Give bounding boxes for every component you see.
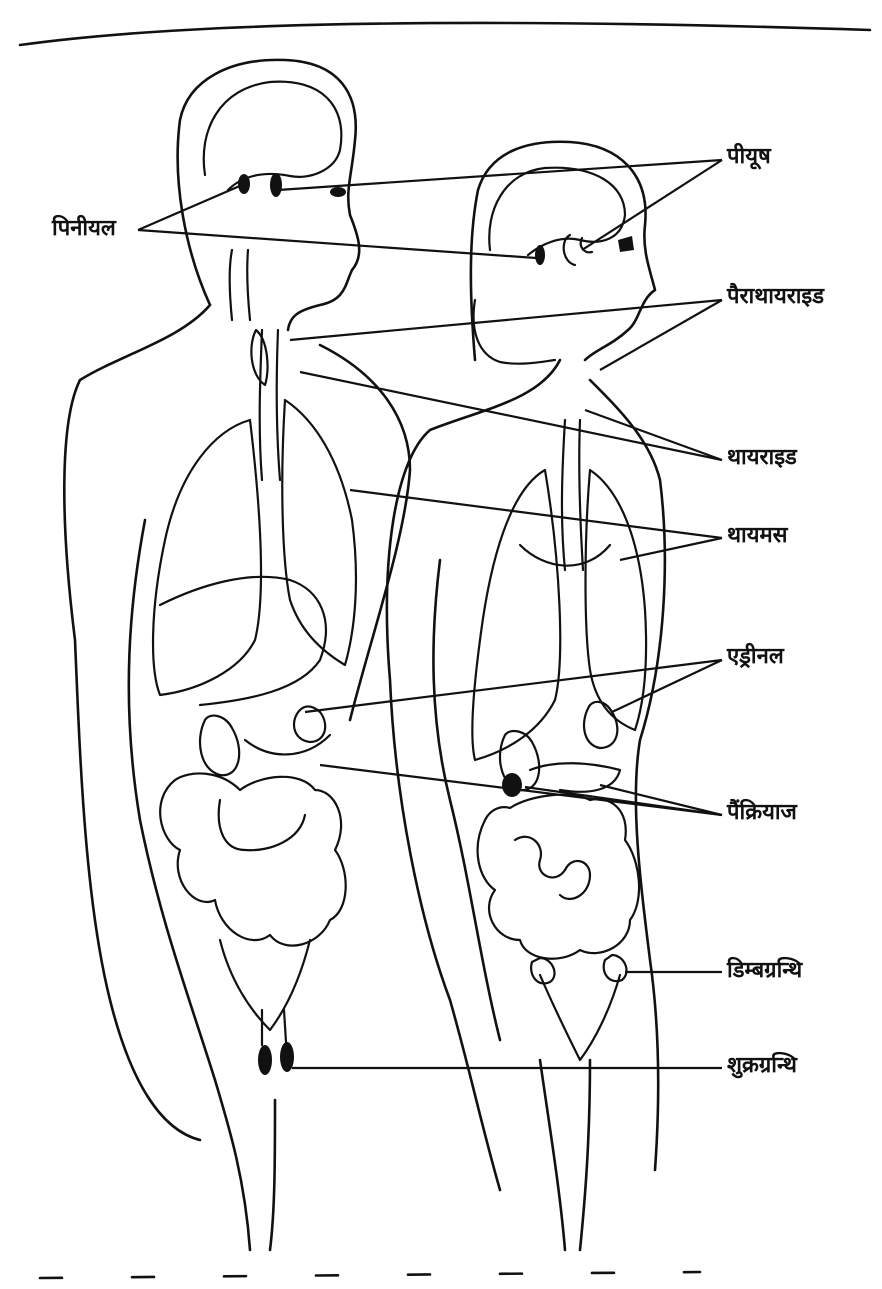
female-intestine-coils [515, 837, 590, 899]
female-pancreas-gland [502, 773, 522, 797]
female-uterus [540, 975, 620, 1060]
male-brain-outline [204, 82, 342, 190]
female-pineal-gland [535, 245, 545, 265]
male-right-lung [282, 400, 356, 665]
leader-pineal-female [138, 230, 536, 258]
male-left-lung [153, 420, 261, 695]
leader-pituitary-female [582, 160, 722, 250]
male-stomach [245, 735, 330, 754]
leader-parathyroid-male [290, 300, 722, 340]
male-testis-right [280, 1042, 294, 1072]
male-back-line [129, 520, 215, 1080]
male-liver [160, 577, 326, 705]
label-ovary: डिम्बग्रन्थि [727, 960, 802, 982]
female-inner-arm [433, 560, 500, 1040]
female-hair-back [474, 300, 555, 364]
female-brain-outline [489, 168, 625, 255]
label-adrenal: एड्रीनल [727, 646, 784, 668]
leader-thyroid-male [300, 372, 722, 460]
label-pancreas: पैंक्रियाज [727, 802, 797, 824]
leader-lines [138, 160, 722, 1068]
male-bladder [220, 940, 310, 1030]
male-kidney [200, 716, 239, 776]
male-testis-left [258, 1045, 272, 1075]
male-pineal-gland [238, 174, 250, 194]
leader-thymus-male [350, 490, 722, 538]
male-trachea [260, 330, 280, 480]
female-torso-left [387, 360, 560, 1190]
male-intestine [160, 773, 346, 945]
male-arm-front [320, 345, 410, 720]
label-thyroid: थायराइड [727, 447, 797, 469]
leader-adrenal-male [305, 660, 722, 712]
label-parathyroid: पैराथायराइड [727, 286, 824, 308]
male-figure [64, 60, 410, 1250]
female-trachea [562, 420, 583, 570]
leader-pineal-male [138, 185, 242, 230]
female-eye [618, 236, 634, 252]
leader-pituitary-male [278, 160, 722, 190]
label-testis: शुक्रग्रन्थि [727, 1055, 797, 1077]
label-pituitary: पीयूष [727, 146, 771, 168]
female-left-lung [472, 470, 560, 760]
bottom-border-dashes [40, 1272, 700, 1278]
male-pituitary-gland [270, 173, 282, 197]
male-leg-lines [215, 1080, 275, 1250]
female-right-lung [586, 470, 647, 730]
female-leg-lines [540, 1060, 590, 1250]
female-ovary-right [604, 955, 627, 981]
male-spine-upper [230, 250, 250, 320]
male-eye [330, 187, 346, 197]
female-torso-right [590, 380, 665, 1170]
female-kidney-right [584, 702, 617, 748]
top-border-line [20, 23, 870, 45]
label-pineal: पिनीयल [52, 218, 116, 240]
male-torso-outline [64, 305, 210, 1140]
label-thymus: थायमस [727, 525, 788, 547]
male-testis-duct [262, 1010, 286, 1045]
male-colon-inner [219, 800, 305, 850]
